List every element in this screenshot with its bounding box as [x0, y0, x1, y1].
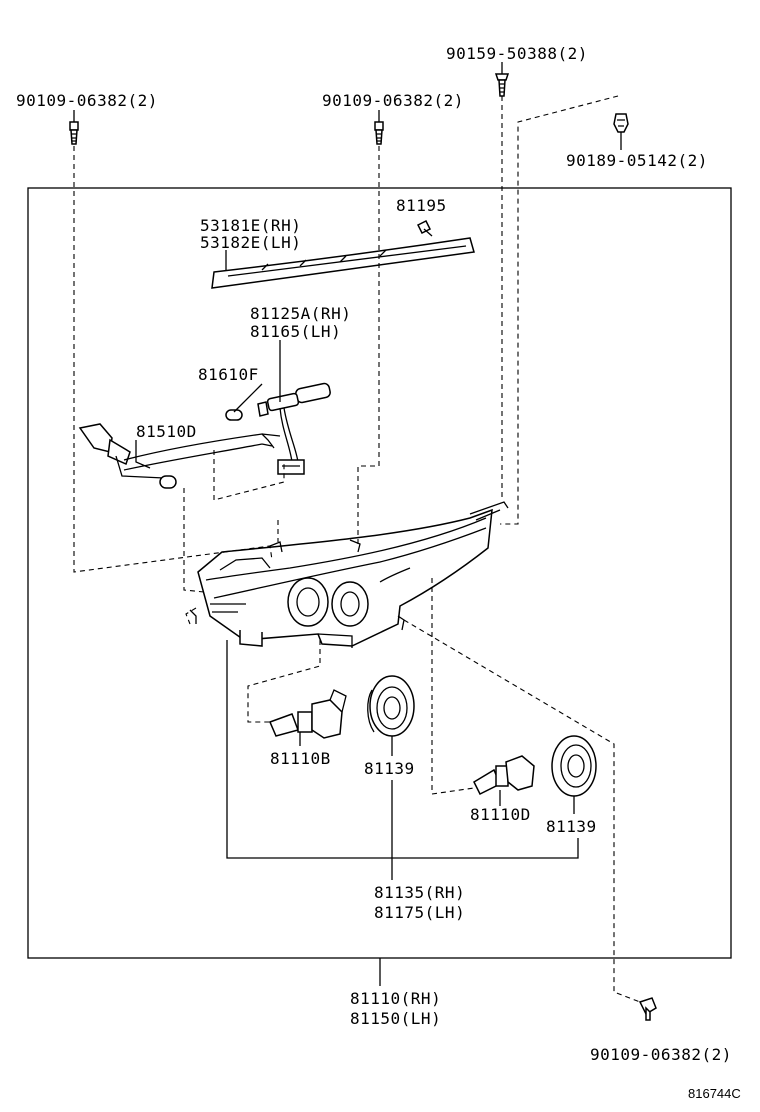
headlamp-housing[interactable] — [189, 501, 509, 648]
label-bulb-side: 81510D — [136, 422, 197, 441]
label-bolt-top-left: 90109-06382(2) — [16, 91, 158, 110]
bulb-low-beam[interactable] — [268, 689, 347, 739]
label-cover-lh: 53182E(LH) — [200, 233, 301, 252]
screw-top[interactable] — [494, 73, 510, 97]
label-unit-lh: 81175(LH) — [374, 903, 465, 922]
label-bolt-top-mid: 90109-06382(2) — [322, 91, 464, 110]
label-bulb-small: 81610F — [198, 365, 259, 384]
bolt-top-mid[interactable] — [374, 121, 384, 145]
bulb-small[interactable] — [225, 409, 243, 421]
label-cap-right: 81139 — [546, 817, 597, 836]
side-marker-socket[interactable] — [257, 382, 331, 475]
label-screw-small: 81195 — [396, 196, 447, 215]
label-bulb-high: 81110D — [470, 805, 531, 824]
clip-right[interactable] — [613, 113, 629, 133]
label-assy-rh: 81110(RH) — [350, 989, 441, 1008]
bulb-cap-left[interactable] — [367, 675, 415, 737]
label-socket-rh: 81125A(RH) — [250, 304, 351, 323]
label-socket-lh: 81165(LH) — [250, 322, 341, 341]
bulb-high-beam[interactable] — [473, 755, 535, 796]
dashed-leaders — [73, 95, 641, 1003]
label-unit-rh: 81135(RH) — [374, 883, 465, 902]
solid-leaders — [73, 62, 622, 986]
label-screw-top: 90159-50388(2) — [446, 44, 588, 63]
diagram-code: 816744C — [688, 1086, 741, 1101]
label-cover-rh: 53181E(RH) — [200, 216, 301, 235]
label-assy-lh: 81150(LH) — [350, 1009, 441, 1028]
label-bolt-bottom: 90109-06382(2) — [590, 1045, 732, 1064]
bolt-top-left[interactable] — [69, 121, 79, 145]
headlamp-cover-trim[interactable] — [211, 237, 475, 289]
bulb-cap-right[interactable] — [551, 735, 597, 797]
label-bulb-low: 81110B — [270, 749, 331, 768]
bolt-bottom[interactable] — [638, 997, 657, 1021]
label-clip-right: 90189-05142(2) — [566, 151, 708, 170]
label-cap-left: 81139 — [364, 759, 415, 778]
screw-small[interactable] — [416, 219, 433, 237]
side-lamp-harness[interactable] — [78, 423, 281, 489]
